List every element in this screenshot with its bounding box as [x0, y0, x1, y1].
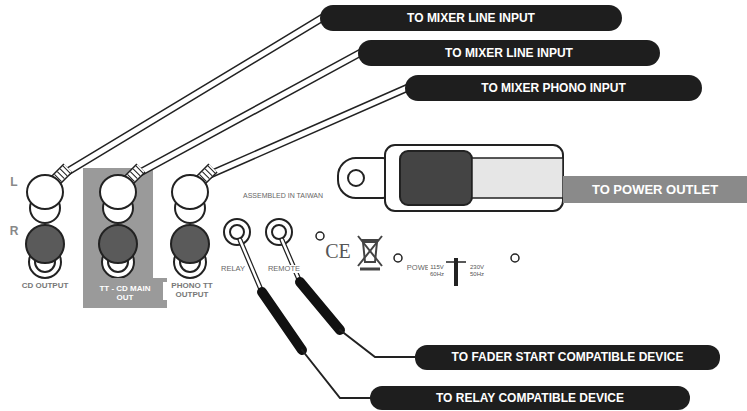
output-band [83, 168, 153, 280]
rca-plugs-right [26, 225, 209, 263]
weee-symbol [358, 236, 382, 269]
channel-label: R [9, 225, 20, 238]
jack-label: RELAY [220, 265, 246, 273]
voltage-label: 230V 50Hz [468, 264, 486, 277]
callout-text: TO RELAY COMPATIBLE DEVICE [436, 391, 624, 405]
channel-label: L [9, 176, 18, 189]
callout-text: TT - CD MAIN OUT [93, 284, 157, 302]
callout-bar: TO MIXER LINE INPUT [320, 5, 622, 31]
output-label: PHONO TT OUTPUT [163, 282, 221, 300]
ce-mark: CE [324, 240, 352, 262]
output-band: TT - CD MAIN OUT [83, 278, 167, 308]
callout-text: TO POWER OUTLET [592, 182, 718, 198]
rca-cables [57, 18, 407, 178]
callout-text: TO FADER START COMPATIBLE DEVICE [452, 350, 684, 364]
voltage-switch [446, 258, 466, 286]
callout-bar: TO RELAY COMPATIBLE DEVICE [370, 386, 690, 410]
jack-label: REMOTE [267, 265, 301, 273]
output-label: CD OUTPUT [20, 282, 70, 291]
origin-note: ASSEMBLED IN TAIWAN [242, 192, 324, 200]
power-inlet [338, 145, 563, 211]
callout-bar: TO MIXER LINE INPUT [358, 40, 660, 66]
voltage-label: 115V 60Hz [428, 264, 446, 277]
rca-plugs-left [27, 175, 208, 209]
callout-text: TO MIXER LINE INPUT [407, 11, 535, 25]
jack-cables [240, 240, 415, 398]
screw-holes [316, 232, 519, 262]
power-cable-band: TO POWER OUTLET [563, 176, 747, 203]
callout-text: TO MIXER LINE INPUT [445, 46, 573, 60]
callout-text: TO MIXER PHONO INPUT [481, 81, 625, 95]
callout-bar: TO MIXER PHONO INPUT [405, 75, 702, 101]
callout-bar: TO FADER START COMPATIBLE DEVICE [415, 345, 720, 370]
